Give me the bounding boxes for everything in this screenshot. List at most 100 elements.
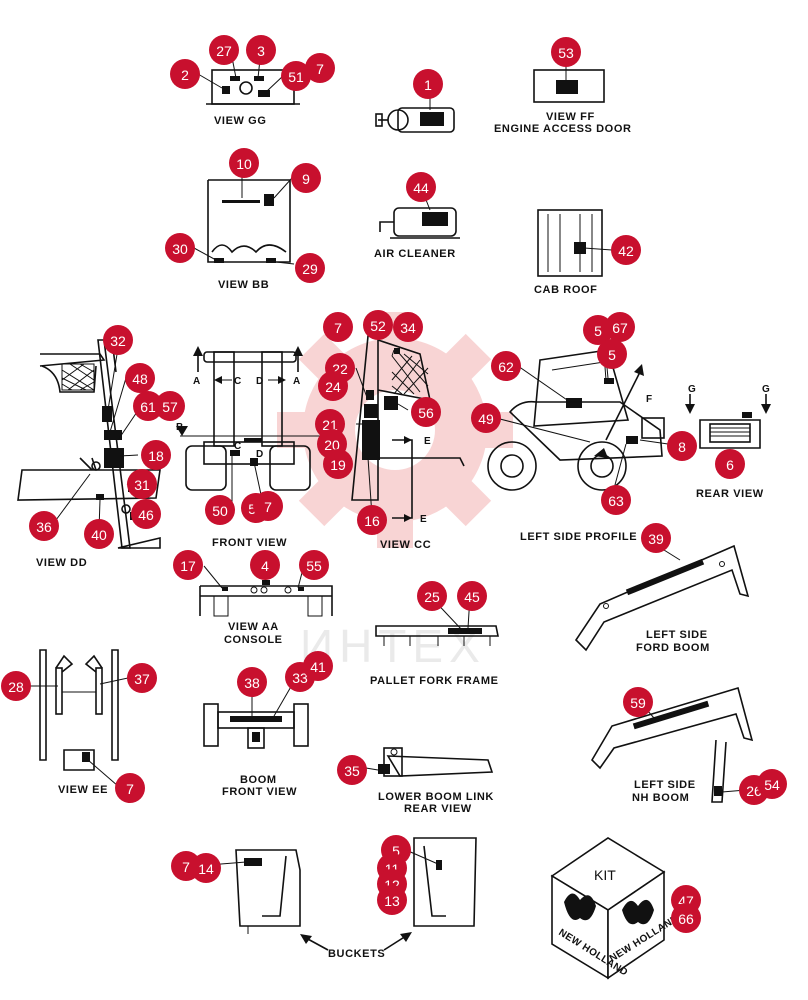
callout-54: 54	[757, 769, 787, 799]
pallet-fork-frame-drawing	[375, 625, 499, 646]
callout-14: 14	[191, 853, 221, 883]
engine-access-door-label: ENGINE ACCESS DOOR	[494, 123, 632, 135]
callout-badge	[757, 769, 787, 799]
callout-7: 7	[115, 773, 145, 803]
view-ee-label: VIEW EE	[58, 784, 108, 796]
callout-number: 29	[302, 261, 318, 277]
callout-badge	[131, 499, 161, 529]
callout-number: 50	[212, 503, 228, 519]
callout-1: 1	[413, 69, 443, 99]
callout-number: 21	[322, 417, 338, 433]
view-bb-drawing	[207, 179, 291, 263]
nh-boom-left-side-label: LEFT SIDE	[634, 779, 696, 791]
callout-badge	[363, 310, 393, 340]
callout-7: 7	[305, 53, 335, 83]
section-f-label: F	[646, 394, 653, 405]
callout-badge	[583, 315, 613, 345]
buckets-label: BUCKETS	[328, 948, 385, 960]
callout-4: 4	[250, 550, 280, 580]
section-d-lower-label: D	[256, 449, 264, 460]
callout-7: 7	[253, 491, 283, 521]
callout-63: 63	[601, 485, 631, 515]
callout-badge	[411, 397, 441, 427]
callout-badge	[205, 495, 235, 525]
callout-badge	[155, 391, 185, 421]
callout-9: 9	[291, 163, 321, 193]
callout-badge	[127, 663, 157, 693]
callout-badge	[229, 148, 259, 178]
callout-2: 2	[170, 59, 200, 89]
rear-view-label: REAR VIEW	[696, 488, 764, 500]
section-e-upper-label: E	[424, 436, 431, 447]
section-c-label: C	[234, 376, 242, 387]
lower-boom-link-label: LOWER BOOM LINK	[378, 791, 494, 803]
callout-number: 42	[618, 243, 634, 259]
callout-number: 5	[392, 843, 400, 859]
callout-number: 7	[334, 320, 342, 336]
callout-36: 36	[29, 511, 59, 541]
callout-49: 49	[471, 403, 501, 433]
callout-8: 8	[667, 431, 697, 461]
callout-48: 48	[125, 363, 155, 393]
callout-number: 46	[138, 507, 154, 523]
callout-28: 28	[1, 671, 31, 701]
callout-51: 51	[281, 61, 311, 91]
callout-number: 7	[316, 61, 324, 77]
callout-badge	[377, 885, 407, 915]
nh-boom-drawing	[590, 686, 754, 803]
callout-number: 54	[764, 777, 780, 793]
callout-number: 3	[257, 43, 265, 59]
engine-part-drawing	[375, 107, 455, 133]
callout-number: 8	[678, 439, 686, 455]
ford-boom-left-side-label: LEFT SIDE	[646, 629, 708, 641]
section-a-right-label: A	[293, 376, 301, 387]
callout-badge	[209, 35, 239, 65]
callout-number: 7	[182, 859, 190, 875]
view-ff-drawing	[533, 69, 605, 103]
callout-number: 28	[8, 679, 24, 695]
callout-number: 38	[244, 675, 260, 691]
callout-7: 7	[323, 312, 353, 342]
callout-badge	[605, 312, 635, 342]
callout-badge	[623, 687, 653, 717]
view-dd-label: VIEW DD	[36, 557, 87, 569]
callout-13: 13	[377, 885, 407, 915]
callout-number: 44	[413, 180, 429, 196]
callout-56: 56	[411, 397, 441, 427]
section-e-lower-label: E	[420, 514, 427, 525]
callout-18: 18	[141, 440, 171, 470]
callout-17: 17	[173, 550, 203, 580]
section-a-left-label: A	[193, 376, 201, 387]
callout-badge	[29, 511, 59, 541]
callout-number: 35	[344, 763, 360, 779]
callout-badge	[641, 523, 671, 553]
callout-number: 25	[424, 589, 440, 605]
callout-35: 35	[337, 755, 367, 785]
callout-badge	[253, 491, 283, 521]
callout-number: 16	[364, 513, 380, 529]
callout-badge	[715, 449, 745, 479]
callout-number: 62	[498, 359, 514, 375]
callout-number: 14	[198, 861, 214, 877]
view-aa-console-drawing	[199, 580, 333, 617]
pallet-fork-frame-label: PALLET FORK FRAME	[370, 675, 499, 687]
view-aa-label: VIEW AA	[228, 621, 279, 633]
callout-number: 19	[330, 457, 346, 473]
callout-badge	[299, 550, 329, 580]
view-ff-label: VIEW FF	[546, 111, 595, 123]
section-g-left-label: G	[688, 384, 696, 395]
callout-badge	[457, 581, 487, 611]
watermark: ИНТЕХ	[277, 312, 513, 672]
callout-number: 27	[216, 43, 232, 59]
callout-55: 55	[299, 550, 329, 580]
callout-number: 40	[91, 527, 107, 543]
callout-29: 29	[295, 253, 325, 283]
callout-25: 25	[417, 581, 447, 611]
callout-44: 44	[406, 172, 436, 202]
callout-27: 27	[209, 35, 239, 65]
callout-number: 66	[678, 911, 694, 927]
kit-label: KIT	[594, 867, 616, 883]
callout-number: 2	[181, 67, 189, 83]
